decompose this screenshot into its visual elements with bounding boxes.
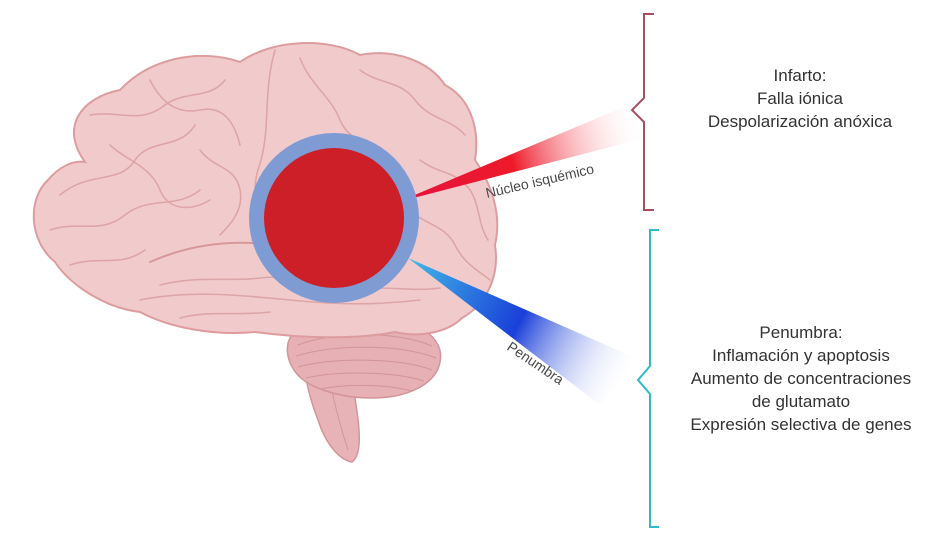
infarct-line: Despolarización anóxica [660, 110, 940, 133]
penumbra-line: de glutamato [655, 390, 947, 413]
infarct-description: Infarto: Falla iónica Despolarización an… [660, 64, 940, 133]
penumbra-line: Inflamación y apoptosis [655, 344, 947, 367]
penumbra-title: Penumbra: [655, 321, 947, 344]
infarct-line: Falla iónica [660, 87, 940, 110]
ischemic-core [264, 148, 404, 288]
penumbra-line: Aumento de concentraciones [655, 367, 947, 390]
penumbra-beam [408, 258, 640, 405]
penumbra-description: Penumbra: Inflamación y apoptosis Aument… [655, 321, 947, 436]
penumbra-line: Expresión selectiva de genes [655, 413, 947, 436]
infarct-title: Infarto: [660, 64, 940, 87]
